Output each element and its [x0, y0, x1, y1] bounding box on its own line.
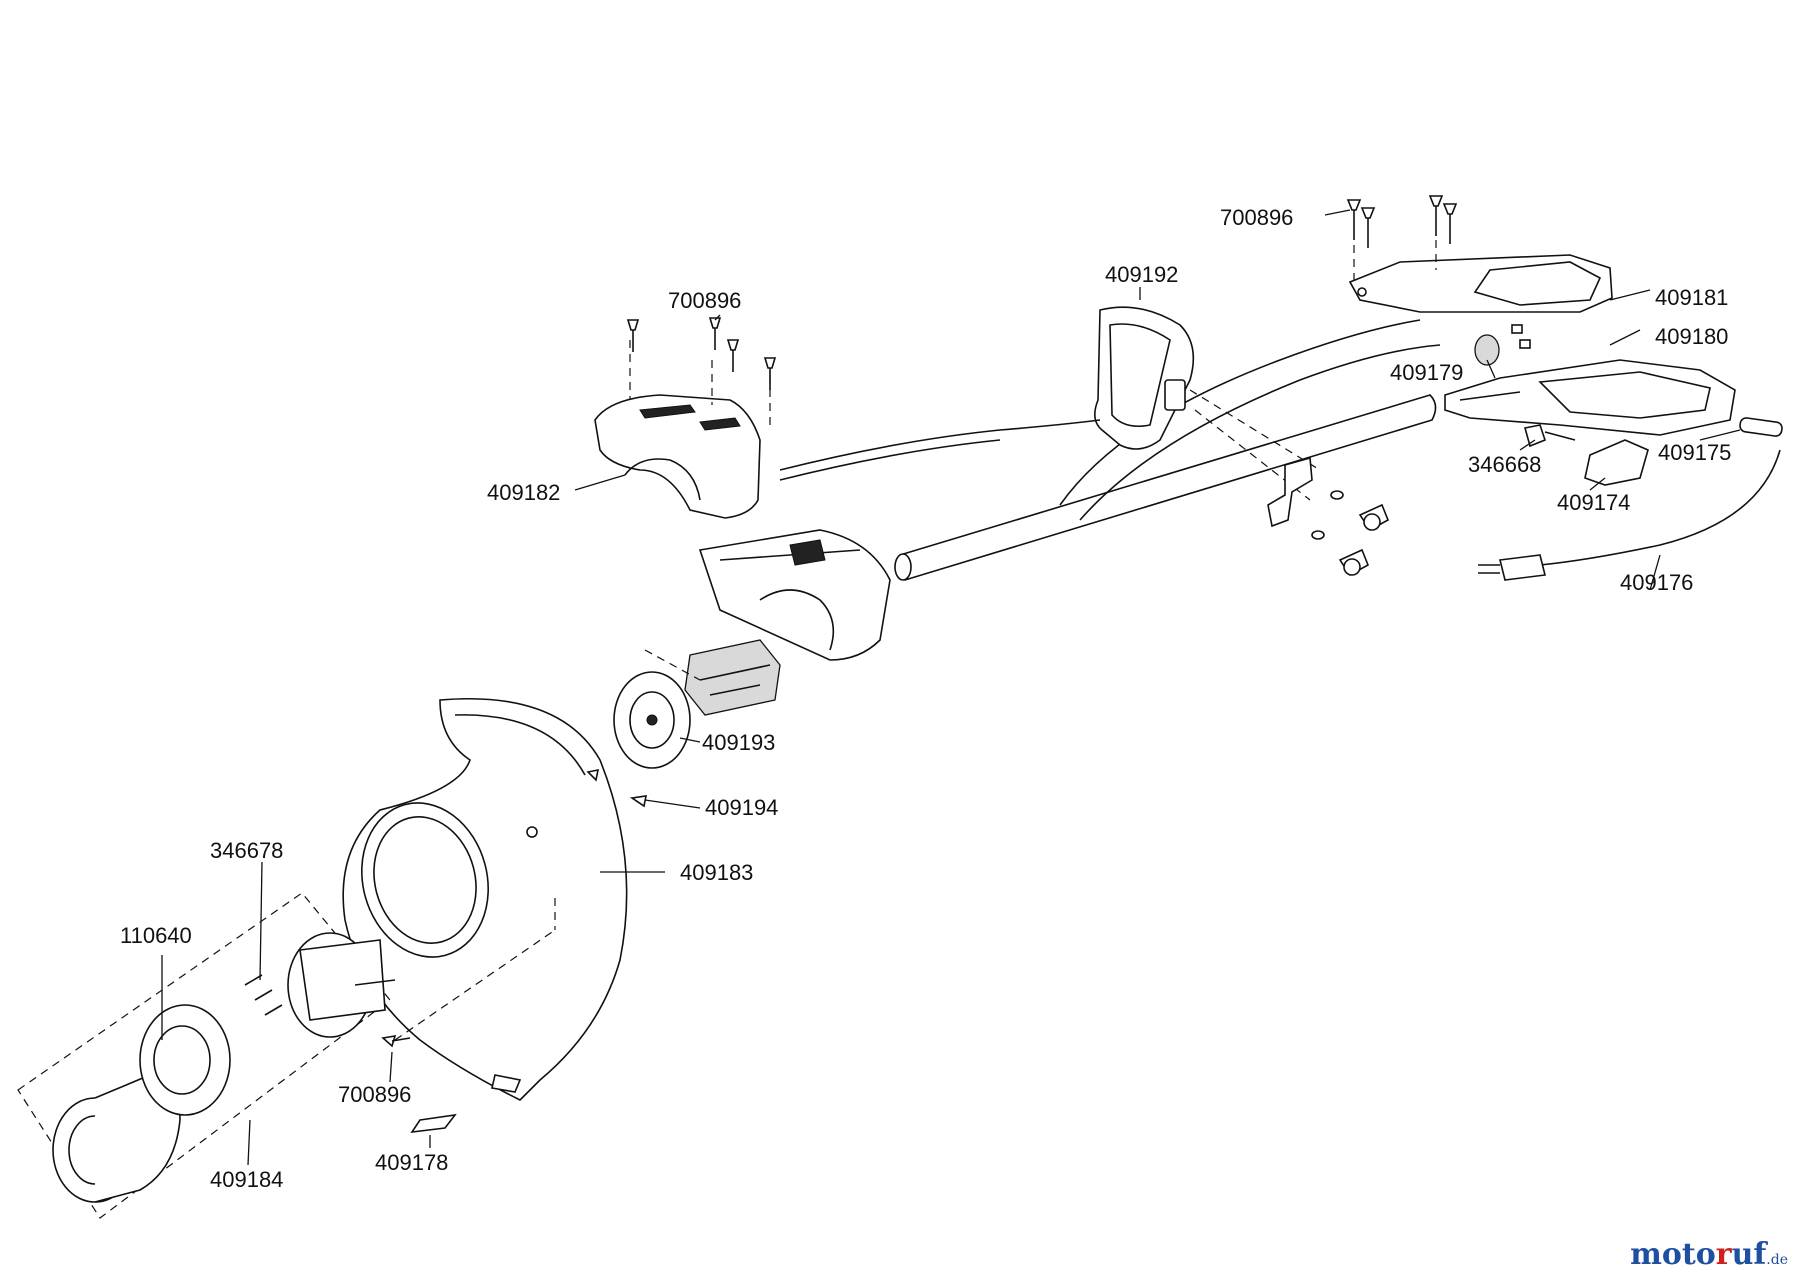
label-700896-upper: 700896 [668, 288, 741, 313]
power-cord [1478, 449, 1781, 581]
watermark-part3: uf [1731, 1237, 1767, 1272]
label-409194: 409194 [705, 795, 778, 820]
label-409178: 409178 [375, 1150, 448, 1175]
label-409180: 409180 [1655, 324, 1728, 349]
label-409184: 409184 [210, 1167, 283, 1192]
rear-handle-lower-half [1444, 359, 1736, 436]
motoruf-watermark-logo: motoruf.de [1630, 1237, 1788, 1272]
watermark-part2: r [1715, 1237, 1732, 1272]
label-409176: 409176 [1620, 570, 1693, 595]
label-409174: 409174 [1557, 490, 1630, 515]
label-346668: 346668 [1468, 452, 1541, 477]
label-346678: 346678 [210, 838, 283, 863]
label-409182: 409182 [487, 480, 560, 505]
watermark-part1: moto [1630, 1237, 1716, 1272]
label-409179: 409179 [1390, 360, 1463, 385]
handle-clamp [1267, 456, 1390, 577]
label-700896-lower: 700896 [338, 1082, 411, 1107]
motor-cover [594, 317, 1101, 519]
screws-upper [1346, 195, 1458, 285]
watermark-tld: .de [1766, 1252, 1788, 1268]
motor-housing [698, 529, 891, 661]
part-labels: 700896 409192 409181 409180 700896 40917… [120, 205, 1731, 1192]
motor [613, 639, 781, 769]
trimmer-guard [342, 697, 628, 1101]
handle-shaft [894, 319, 1441, 581]
label-409175: 409175 [1658, 440, 1731, 465]
label-700896-top: 700896 [1220, 205, 1293, 230]
label-409183: 409183 [680, 860, 753, 885]
switch-parts [1474, 324, 1783, 486]
front-handle-grip [1094, 306, 1321, 501]
rear-handle-upper-half [1348, 254, 1613, 313]
label-409192: 409192 [1105, 262, 1178, 287]
label-409181: 409181 [1655, 285, 1728, 310]
spool-assembly [17, 892, 396, 1219]
label-409193: 409193 [702, 730, 775, 755]
leader-lines [161, 209, 1741, 1166]
lower-parts [381, 929, 556, 1134]
label-110640: 110640 [120, 923, 192, 948]
screws-409194 [586, 768, 648, 808]
